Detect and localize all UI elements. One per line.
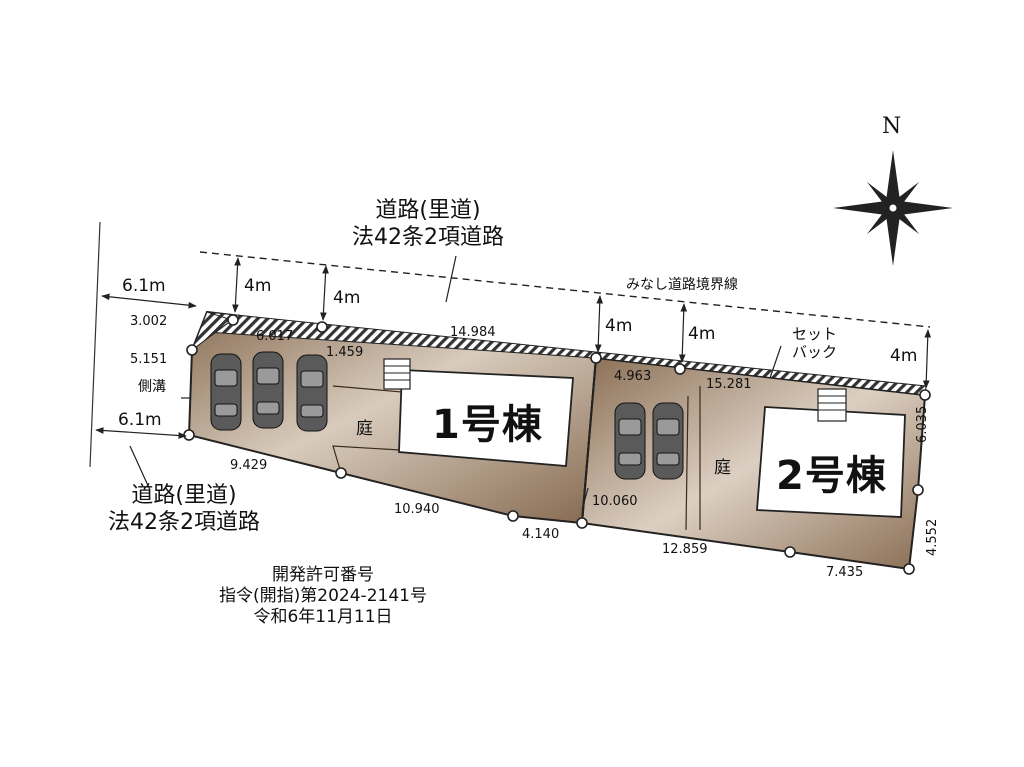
dimension-4140: 4.140 xyxy=(522,527,560,542)
dimension-4963: 4.963 xyxy=(614,369,652,384)
lot-2-parking-line xyxy=(685,395,689,531)
building-2 xyxy=(756,406,906,518)
building-1-stairs xyxy=(383,358,411,390)
garden-label-1: 庭 xyxy=(356,419,373,439)
dimension-10060: 10.060 xyxy=(592,494,638,509)
setback-label: セット バック xyxy=(792,325,837,361)
permit-title: 開発許可番号 xyxy=(272,565,374,585)
dimension-12859: 12.859 xyxy=(662,542,708,557)
setback-distance-3: 4m xyxy=(605,316,633,336)
dimension-14984: 14.984 xyxy=(450,325,496,340)
setback-distance-2: 4m xyxy=(333,288,361,308)
permit-date: 令和6年11月11日 xyxy=(253,607,393,627)
setback-distance-4: 4m xyxy=(688,324,716,344)
road-label-bottom-line1: 道路(里道) xyxy=(131,483,237,508)
dimension-6035: 6.035 xyxy=(915,405,930,443)
dimension-3002: 3.002 xyxy=(130,314,168,329)
building-1-label: 1号棟 xyxy=(432,402,543,448)
building-2-label: 2号棟 xyxy=(776,453,887,499)
dimension-1459: 1.459 xyxy=(326,345,364,360)
setback-corner xyxy=(190,311,234,352)
road-label-bottom-line2: 法42条2項道路 xyxy=(108,510,260,535)
setback-distance-1: 4m xyxy=(244,276,272,296)
car-icon xyxy=(652,402,684,480)
deemed-road-boundary-line xyxy=(199,251,931,328)
dimension-9429: 9.429 xyxy=(230,458,268,473)
road-label-bottom: 道路(里道) 法42条2項道路 xyxy=(108,482,260,536)
road-label-top-line1: 道路(里道) xyxy=(375,198,481,223)
garden-label-2: 庭 xyxy=(714,458,731,478)
building-2-stairs xyxy=(817,388,847,422)
setback-distance-5: 4m xyxy=(890,346,918,366)
setback-label-line2: バック xyxy=(792,343,838,361)
dimension-arrows xyxy=(95,255,932,511)
car-icon xyxy=(252,351,284,429)
gutter-label: 側溝 xyxy=(138,379,166,395)
setback-label-line1: セット xyxy=(792,325,838,343)
boundary-markers xyxy=(183,314,931,575)
dimension-6017: 6.017 xyxy=(256,329,294,344)
dimension-10940: 10.940 xyxy=(394,502,440,517)
dimension-7435: 7.435 xyxy=(826,565,864,580)
road-label-top-line2: 法42条2項道路 xyxy=(352,225,504,250)
development-permit-info: 開発許可番号 指令(開指)第2024-2141号 令和6年11月11日 xyxy=(188,565,458,628)
car-icon xyxy=(296,354,328,432)
car-icon xyxy=(210,353,242,431)
road-label-top: 道路(里道) 法42条2項道路 xyxy=(352,197,504,251)
road-width-top: 6.1m xyxy=(122,276,166,296)
lot-divider xyxy=(581,357,597,524)
building-1 xyxy=(398,369,574,467)
road-edge-line xyxy=(89,221,101,468)
car-icon xyxy=(614,402,646,480)
north-compass-icon xyxy=(833,150,953,266)
dimension-15281: 15.281 xyxy=(706,377,752,392)
deemed-boundary-label: みなし道路境界線 xyxy=(626,277,738,293)
dimension-4552: 4.552 xyxy=(925,518,940,556)
parking-cars xyxy=(210,351,684,480)
dimension-5151: 5.151 xyxy=(130,352,168,367)
road-width-bottom: 6.1m xyxy=(118,410,162,430)
permit-number: 指令(開指)第2024-2141号 xyxy=(219,586,427,606)
north-label: N xyxy=(882,114,902,139)
